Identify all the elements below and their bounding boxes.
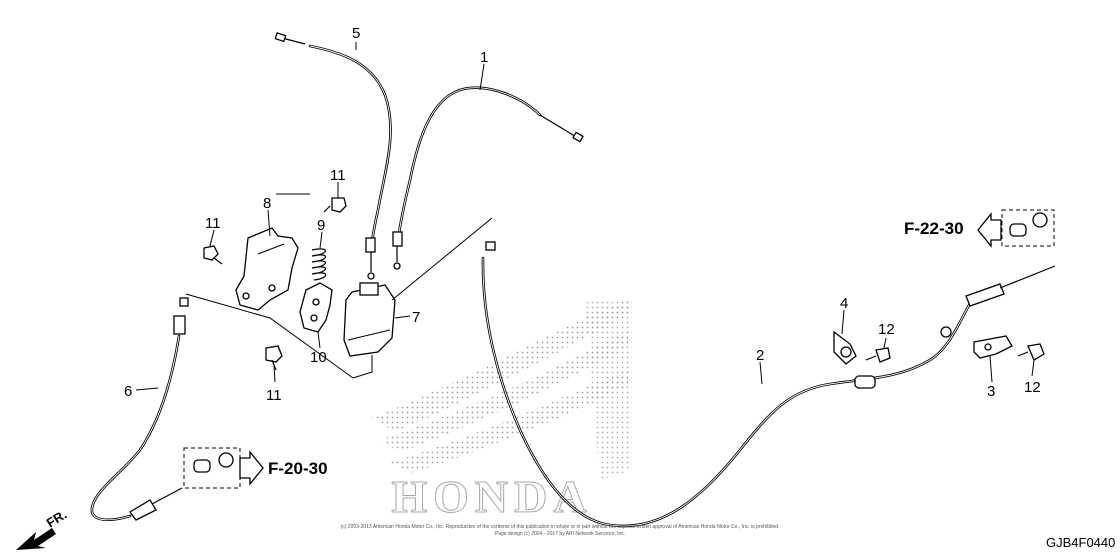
clip-part-4[interactable] — [833, 330, 857, 365]
reference-label-left[interactable]: F-20-30 — [268, 459, 328, 478]
spring-part-9[interactable] — [311, 248, 327, 281]
callout-9: 9 — [317, 217, 325, 234]
reference-f-22-30[interactable]: F-22-30 — [904, 209, 1055, 248]
diagram-code: GJB4F0440 — [1046, 535, 1115, 550]
callout-10: 10 — [310, 349, 327, 366]
callout-12-right: 12 — [1024, 379, 1041, 396]
callout-3: 3 — [987, 383, 995, 400]
housing-part-7[interactable] — [343, 282, 411, 357]
front-arrow: FR. — [16, 507, 69, 550]
bolt-part-11-top[interactable] — [323, 197, 347, 213]
callout-7: 7 — [412, 309, 420, 326]
front-label: FR. — [44, 507, 70, 531]
copyright-line-1: (c) 2003-2013 American Honda Motor Co., … — [341, 524, 780, 530]
bracket-part-3[interactable] — [973, 335, 1013, 359]
bolt-part-11-left[interactable] — [203, 245, 223, 265]
copyright-line-2: Page design (c) 2004 - 2017 by ARI Netwo… — [495, 531, 625, 537]
callout-6: 6 — [124, 383, 132, 400]
callout-1: 1 — [480, 49, 488, 66]
callout-5: 5 — [352, 25, 360, 42]
cable-part-2[interactable] — [481, 241, 1056, 528]
honda-watermark-text: HONDA — [391, 471, 592, 522]
callout-8: 8 — [263, 195, 271, 212]
callout-2: 2 — [756, 347, 764, 364]
callout-11-top: 11 — [330, 167, 346, 184]
bolt-part-12-center[interactable] — [865, 347, 891, 363]
lever-part-10[interactable] — [299, 282, 333, 333]
callout-11-left: 11 — [205, 215, 221, 232]
bolt-part-12-right[interactable] — [1017, 343, 1045, 361]
cable-part-6[interactable] — [90, 297, 189, 522]
reference-f-20-30[interactable]: F-20-30 — [183, 447, 328, 489]
bracket-part-8[interactable] — [235, 227, 299, 311]
honda-wing-watermark: HONDA — [372, 300, 632, 523]
cable-part-1[interactable] — [392, 86, 584, 270]
assembly-outline — [185, 193, 493, 379]
callout-11-bottom: 11 — [266, 387, 282, 404]
cable-part-5[interactable] — [274, 32, 392, 280]
callout-12-center: 12 — [878, 321, 895, 338]
callout-4: 4 — [840, 295, 848, 312]
bolt-part-11-bottom[interactable] — [265, 345, 283, 371]
reference-label-right[interactable]: F-22-30 — [904, 219, 964, 238]
callout-leaders — [135, 42, 1035, 391]
